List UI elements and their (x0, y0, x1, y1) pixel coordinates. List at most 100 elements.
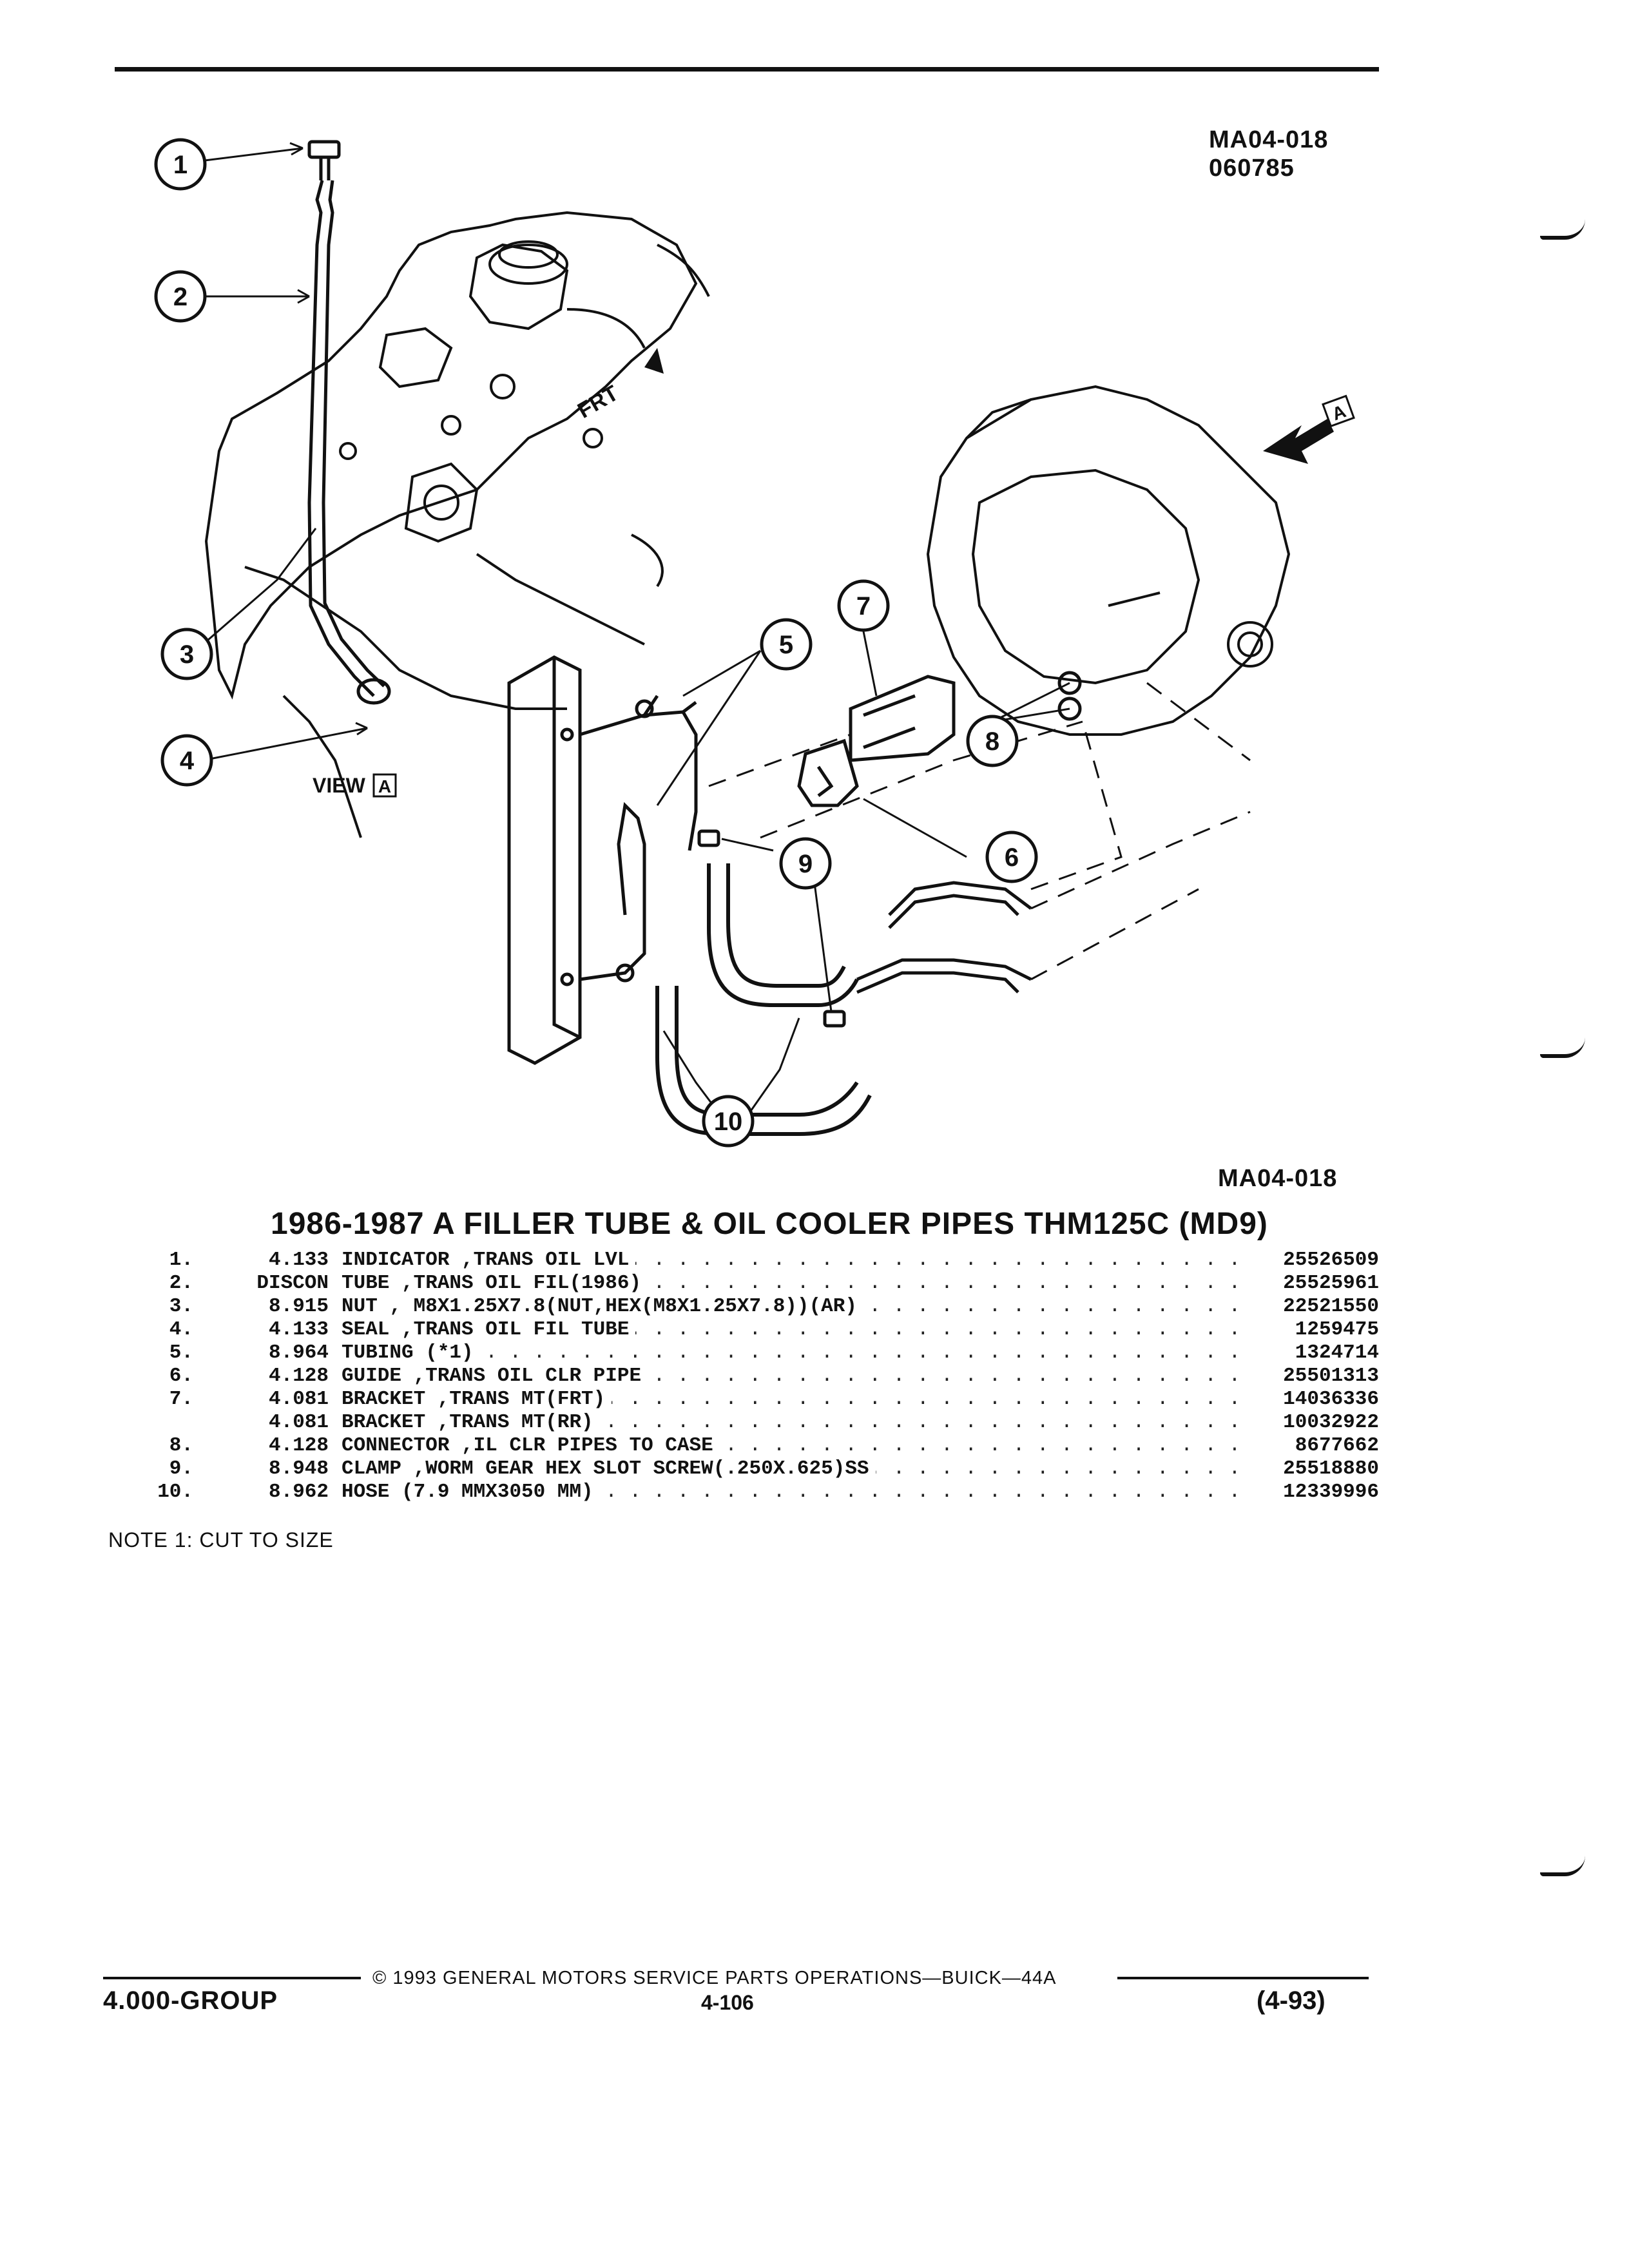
part-group: 4.133 (268, 1318, 329, 1341)
arrow-box-letter: A (1329, 401, 1349, 424)
part-description: CONNECTOR ,IL CLR PIPES TO CASE (342, 1434, 1244, 1457)
engine-block-drawing (204, 211, 710, 838)
part-index: 2. (169, 1272, 193, 1294)
parts-row: 7. 4.081 BRACKET ,TRANS MT(FRT) 14036336 (129, 1388, 1379, 1411)
direction-arrow-icon (1263, 419, 1334, 464)
parts-row: 8. 4.128 CONNECTOR ,IL CLR PIPES TO CASE… (129, 1434, 1379, 1457)
part-description: GUIDE ,TRANS OIL CLR PIPE (342, 1365, 1244, 1387)
callout-5: 5 (779, 631, 793, 659)
part-description: INDICATOR ,TRANS OIL LVL (342, 1249, 1244, 1271)
view-box (372, 773, 397, 798)
bracket-drawing (797, 675, 956, 807)
part-index: 10. (157, 1481, 193, 1503)
figure-date: 060785 (1209, 155, 1295, 182)
part-description: TUBE ,TRANS OIL FIL(1986) (342, 1272, 1244, 1294)
assembly-dash-lines (708, 682, 1251, 981)
parts-row: 5. 8.964 TUBING (*1) 1324714 (129, 1341, 1379, 1365)
connector-drawing (1057, 671, 1082, 721)
binder-mark (1540, 219, 1585, 240)
part-number: 22521550 (1283, 1295, 1379, 1318)
part-number: 1324714 (1295, 1341, 1379, 1364)
part-description: TUBING (*1) (342, 1341, 1244, 1364)
part-description: BRACKET ,TRANS MT(RR) (342, 1411, 1244, 1434)
part-group: 4.128 (268, 1434, 329, 1457)
callout-7: 7 (856, 592, 871, 620)
part-number: 25518880 (1283, 1457, 1379, 1480)
cooler-tubing-drawing (579, 695, 698, 983)
part-description: BRACKET ,TRANS MT(FRT) (342, 1388, 1244, 1410)
part-index: 9. (169, 1457, 193, 1480)
part-description: NUT , M8X1.25X7.8(NUT,HEX(M8X1.25X7.8))(… (342, 1295, 1244, 1318)
part-number: 12339996 (1283, 1481, 1379, 1503)
note: NOTE 1: CUT TO SIZE (108, 1528, 334, 1552)
group-label: 4.000-GROUP (103, 1986, 278, 2015)
parts-row: 4.081 BRACKET ,TRANS MT(RR) 10032922 (129, 1411, 1379, 1434)
callout-8: 8 (985, 727, 999, 756)
part-index: 4. (169, 1318, 193, 1341)
top-rule (115, 67, 1379, 72)
footer-rule-left (103, 1977, 361, 1979)
part-number: 10032922 (1283, 1411, 1379, 1434)
parts-row: 9. 8.948 CLAMP ,WORM GEAR HEX SLOT SCREW… (129, 1457, 1379, 1481)
part-group: 8.915 (268, 1295, 329, 1318)
parts-list: 1. 4.133 INDICATOR ,TRANS OIL LVL 255265… (129, 1249, 1379, 1504)
copyright: © 1993 GENERAL MOTORS SERVICE PARTS OPER… (372, 1968, 1057, 1988)
callout-markers (154, 138, 1038, 1148)
parts-row: 1. 4.133 INDICATOR ,TRANS OIL LVL 255265… (129, 1249, 1379, 1272)
callout-6: 6 (1005, 843, 1019, 872)
part-group: 4.081 (268, 1411, 329, 1434)
part-description: HOSE (7.9 MMX3050 MM) (342, 1481, 1244, 1503)
parts-row: 4. 4.133 SEAL ,TRANS OIL FIL TUBE 125947… (129, 1318, 1379, 1341)
part-number: 8677662 (1295, 1434, 1379, 1457)
clamp-drawing (697, 829, 846, 1028)
binder-mark (1540, 1037, 1585, 1058)
callout-9: 9 (798, 850, 813, 878)
figure-id-bottom: MA04-018 (1218, 1165, 1338, 1192)
part-number: 14036336 (1283, 1388, 1379, 1410)
pipes-to-case-drawing (856, 881, 1032, 994)
part-index: 1. (169, 1249, 193, 1271)
view-box-letter: A (378, 776, 391, 796)
parts-row: 2. DISCON TUBE ,TRANS OIL FIL(1986) 2552… (129, 1272, 1379, 1295)
part-description: CLAMP ,WORM GEAR HEX SLOT SCREW(.250X.62… (342, 1457, 1244, 1480)
front-arrow-icon (644, 348, 664, 374)
part-group: DISCON (256, 1272, 329, 1294)
view-label: VIEW (313, 774, 366, 797)
part-group: 8.964 (268, 1341, 329, 1364)
part-number: 25526509 (1283, 1249, 1379, 1271)
footer-rule-right (1117, 1977, 1369, 1979)
parts-row: 6. 4.128 GUIDE ,TRANS OIL CLR PIPE 25501… (129, 1365, 1379, 1388)
part-group: 4.133 (268, 1249, 329, 1271)
part-group: 8.948 (268, 1457, 329, 1480)
section-title: 1986-1987 A FILLER TUBE & OIL COOLER PIP… (271, 1207, 1268, 1241)
part-index: 3. (169, 1295, 193, 1318)
part-index: 7. (169, 1388, 193, 1410)
callout-4: 4 (180, 747, 195, 775)
part-index: 5. (169, 1341, 193, 1364)
part-index: 8. (169, 1434, 193, 1457)
part-group: 4.081 (268, 1388, 329, 1410)
callout-2: 2 (173, 283, 188, 311)
part-group: 8.962 (268, 1481, 329, 1503)
figure-id-top: MA04-018 (1209, 126, 1329, 153)
parts-row: 3. 8.915 NUT , M8X1.25X7.8(NUT,HEX(M8X1.… (129, 1295, 1379, 1318)
callout-10: 10 (714, 1108, 743, 1136)
transmission-case-drawing (926, 385, 1291, 736)
date-code: (4-93) (1257, 1986, 1325, 2015)
callout-3: 3 (180, 640, 194, 669)
oil-cooler-drawing (507, 655, 582, 1065)
exploded-parts-diagram: 1 2 3 4 5 6 7 8 9 10 VIEW A FRT A (116, 116, 1418, 1160)
part-number: 25501313 (1283, 1365, 1379, 1387)
arrow-box (1322, 394, 1355, 428)
part-description: SEAL ,TRANS OIL FIL TUBE (342, 1318, 1244, 1341)
filler-tube-drawing (307, 140, 391, 705)
part-group: 4.128 (268, 1365, 329, 1387)
front-label: FRT (574, 381, 622, 423)
callout-1: 1 (173, 151, 188, 179)
page-number: 4-106 (701, 1991, 754, 2014)
part-number: 1259475 (1295, 1318, 1379, 1341)
parts-row: 10. 8.962 HOSE (7.9 MMX3050 MM) 12339996 (129, 1481, 1379, 1504)
part-number: 25525961 (1283, 1272, 1379, 1294)
binder-mark (1540, 1856, 1585, 1876)
